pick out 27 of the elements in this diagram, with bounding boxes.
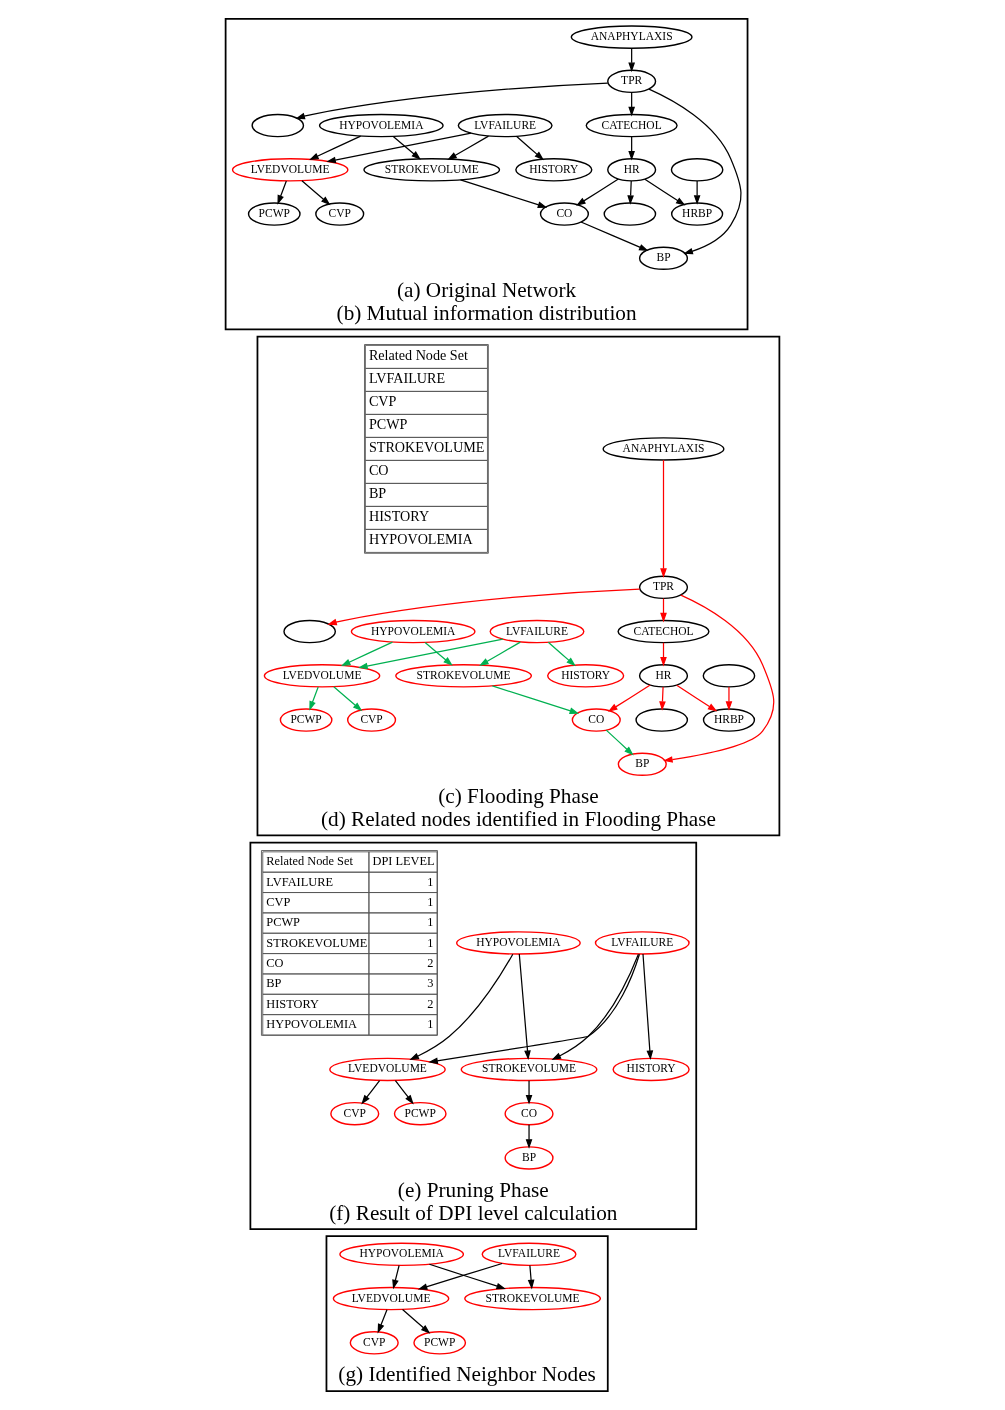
label: 1 bbox=[427, 874, 434, 889]
label: HISTORY bbox=[266, 996, 320, 1011]
label: CO bbox=[368, 462, 389, 479]
label: DPI LEVEL bbox=[372, 854, 435, 869]
label: 2 bbox=[427, 996, 434, 1011]
label: LVFAILURE bbox=[368, 370, 446, 387]
label: Related Node Set bbox=[266, 854, 353, 869]
label: 1 bbox=[427, 915, 434, 930]
label: BP bbox=[266, 976, 282, 991]
label: 3 bbox=[427, 976, 434, 991]
label: PCWP bbox=[368, 416, 408, 433]
label: HYPOVOLEMIA bbox=[266, 1017, 358, 1032]
label: STROKEVOLUME bbox=[368, 439, 485, 456]
label: BP bbox=[368, 485, 387, 502]
label: LVFAILURE bbox=[266, 874, 334, 889]
label: CVP bbox=[368, 393, 397, 410]
label: 1 bbox=[427, 935, 434, 950]
label: PCWP bbox=[266, 915, 301, 930]
label: CVP bbox=[266, 894, 291, 909]
label: STROKEVOLUME bbox=[266, 935, 368, 950]
label: HYPOVOLEMIA bbox=[368, 531, 473, 548]
label: Related Node Set bbox=[368, 347, 468, 364]
label: 2 bbox=[427, 956, 434, 971]
label: 1 bbox=[427, 1017, 434, 1032]
label: CO bbox=[266, 956, 284, 971]
label: HISTORY bbox=[368, 508, 430, 525]
label: 1 bbox=[427, 894, 434, 909]
